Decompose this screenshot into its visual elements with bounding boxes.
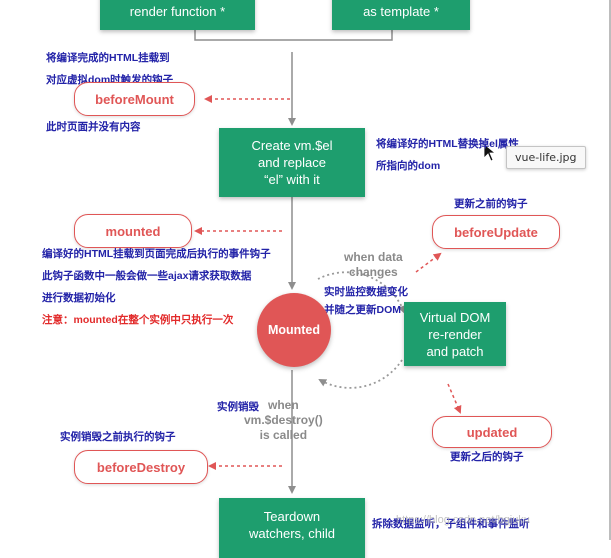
note-line: 编译好的HTML挂载到页面完成后执行的事件钩子 — [42, 248, 271, 260]
teardown-line: Teardown — [263, 509, 321, 524]
when-destroy-label: when vm.$destroy() is called — [244, 398, 323, 443]
note-line: 拆除数据监听，子组件和事件监听 — [372, 518, 530, 530]
virtual-dom-line: and patch — [426, 343, 484, 359]
before-mount-note-below: 此时页面并没有内容 — [46, 116, 141, 138]
teardown-line: watchers, child — [249, 526, 335, 541]
before-destroy-hook: beforeDestroy — [74, 450, 208, 484]
note-line: 此钩子函数中一般会做一些ajax请求获取数据 — [42, 270, 252, 282]
as-template-label: as template * — [363, 3, 439, 19]
mounted-state-label: Mounted — [267, 323, 321, 337]
before-mount-hook: beforeMount — [74, 82, 195, 116]
note-line: 此时页面并没有内容 — [46, 121, 141, 133]
updated-hook: updated — [432, 416, 552, 448]
link-before-update — [415, 252, 442, 273]
condition-line: changes — [349, 265, 398, 279]
before-update-note: 更新之前的钩子 — [454, 193, 528, 215]
before-update-hook: beforeUpdate — [432, 215, 560, 249]
updated-label: updated — [466, 424, 518, 440]
condition-line: vm.$destroy() — [244, 413, 323, 427]
updated-note: 更新之后的钩子 — [450, 446, 524, 468]
note-attention: 注意：mounted在整个实例中只执行一次 — [42, 314, 234, 326]
condition-line: is called — [259, 428, 308, 442]
mounted-note: 编译好的HTML挂载到页面完成后执行的事件钩子 此钩子函数中一般会做一些ajax… — [42, 243, 271, 331]
note-line: 将编译完成的HTML挂载到 — [46, 52, 170, 64]
mounted-label: mounted — [105, 223, 161, 239]
condition-line: when — [268, 398, 299, 412]
create-el-line: “el” with it — [264, 172, 320, 187]
note-line: 实例销毁 — [217, 401, 259, 413]
render-function-box: render function * — [100, 0, 255, 30]
virtual-dom-box: Virtual DOM re-render and patch — [404, 302, 506, 366]
mounted-hook: mounted — [74, 214, 192, 248]
update-loop — [317, 271, 406, 314]
teardown-box: Teardown watchers, child — [219, 498, 365, 558]
mouse-cursor-icon — [483, 143, 497, 162]
right-border — [609, 0, 611, 540]
create-el-note: 将编译好的HTML替换掉el属性 所指向的dom — [376, 133, 519, 177]
teardown-note: 拆除数据监听，子组件和事件监听 — [372, 513, 530, 535]
before-update-label: beforeUpdate — [454, 224, 538, 240]
lifecycle-diagram: render function * as template * 将编译完成的HT… — [42, 0, 611, 558]
connector-render-to-flow — [194, 30, 292, 41]
mounted-state-circle: Mounted — [257, 293, 331, 367]
note-line: 将编译好的HTML替换掉el属性 — [376, 138, 519, 150]
render-function-label: render function * — [129, 3, 226, 19]
image-tooltip: vue-life.jpg — [506, 146, 586, 169]
virtual-dom-line: re-render — [428, 326, 482, 342]
destroy-note: 实例销毁 — [217, 396, 259, 418]
as-template-box: as template * — [332, 0, 470, 30]
create-el-line: Create vm.$el — [251, 138, 333, 153]
when-data-changes-label: when data changes — [344, 250, 403, 280]
note-line: 所指向的dom — [376, 160, 441, 172]
note-line: 进行数据初始化 — [42, 292, 116, 304]
note-line: 更新之前的钩子 — [454, 198, 528, 210]
condition-line: when data — [344, 250, 403, 264]
note-line: 实例销毁之前执行的钩子 — [60, 431, 176, 443]
note-line: 并随之更新DOM — [324, 304, 401, 316]
create-el-box: Create vm.$el and replace “el” with it — [219, 128, 365, 197]
update-loop-return — [318, 359, 403, 389]
connector-layer — [194, 30, 497, 494]
create-el-line: and replace — [258, 155, 326, 170]
connector-template-to-flow — [292, 30, 393, 41]
virtual-dom-line: Virtual DOM — [419, 309, 491, 325]
note-line: 实时监控数据变化 — [324, 286, 408, 298]
watermark: https://blog.csdn.net/bgjuku — [396, 514, 530, 526]
watch-data-note: 实时监控数据变化 并随之更新DOM — [324, 283, 408, 319]
link-updated — [447, 383, 462, 414]
before-mount-label: beforeMount — [95, 91, 174, 107]
note-line: 更新之后的钩子 — [450, 451, 524, 463]
before-destroy-note: 实例销毁之前执行的钩子 — [60, 426, 176, 448]
before-destroy-label: beforeDestroy — [96, 459, 186, 475]
